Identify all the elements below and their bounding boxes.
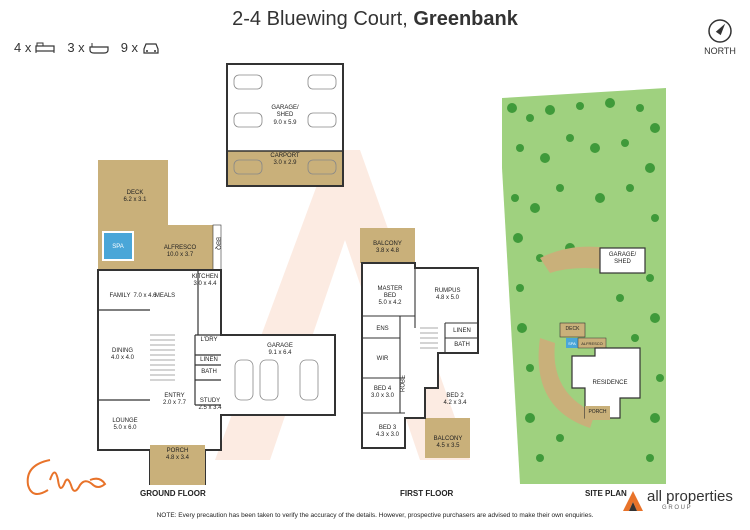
first-floor-drawing — [360, 228, 479, 458]
ff-bed2-label: BED 2 — [446, 393, 464, 399]
carport-dims: 3.0 x 2.9 — [273, 160, 297, 166]
gf-lounge-label: LOUNGE — [112, 418, 138, 424]
gf-meals-label: MEALS — [154, 293, 176, 299]
gf-deck-label: DECK — [126, 190, 144, 196]
ground-floor-plan: DECK 6.2 x 3.1 SPA ALFRESCO 10.0 x 3.7 B… — [95, 160, 355, 485]
ff-bath-label: BATH — [454, 342, 470, 348]
ff-bed4-dims: 3.0 x 3.0 — [370, 393, 394, 399]
ff-rumpus-dims: 4.8 x 5.0 — [435, 295, 459, 301]
bed-icon — [35, 42, 55, 53]
ff-bed3-label: BED 3 — [378, 425, 397, 431]
ff-master-label: MASTER BED — [377, 286, 403, 299]
brand-logo: all properties G R O U P — [622, 488, 747, 512]
garage-dims: 9.0 x 5.9 — [273, 120, 297, 126]
gf-alfresco-dims: 10.0 x 3.7 — [166, 252, 194, 258]
site-alfresco-label: ALFRESCO — [581, 341, 603, 346]
ff-bed2-dims: 4.2 x 3.4 — [443, 400, 467, 406]
site-garage-label: GARAGE/ SHED — [608, 252, 637, 265]
ff-balcony-bottom-label: BALCONY — [433, 436, 463, 442]
brand-logo-icon — [623, 491, 643, 511]
garage-cars — [228, 74, 342, 185]
brand-name: all properties — [647, 488, 733, 505]
gf-family-dims: 7.0 x 4.6 — [133, 293, 157, 299]
gf-garage-dims: 9.1 x 6.4 — [268, 350, 292, 356]
gf-deck-dims: 6.2 x 3.1 — [123, 197, 147, 203]
car-stat: 9 x — [121, 40, 160, 55]
site-residence-label: RESIDENCE — [592, 380, 628, 386]
first-floor-title: FIRST FLOOR — [400, 489, 454, 498]
gf-porch-label: PORCH — [166, 448, 189, 454]
gf-kitchen-label: KITCHEN — [191, 274, 219, 280]
bedroom-stat: 4 x — [14, 40, 55, 55]
car-count: 9 x — [120, 40, 139, 55]
site-porch-label: PORCH — [588, 409, 607, 415]
site-plan-drawing — [502, 88, 666, 484]
bath-icon — [89, 42, 109, 54]
car-icon — [143, 42, 159, 54]
site-spa-label: SPA — [568, 341, 576, 346]
first-floor-plan: BALCONY 3.8 x 4.8 MASTER BED 5.0 x 4.2 R… — [360, 228, 480, 486]
bedroom-count: 4 x — [14, 40, 32, 55]
site-plan-title: SITE PLAN — [585, 489, 627, 498]
suburb: Greenbank — [413, 8, 518, 30]
north-label: NORTH — [704, 46, 736, 56]
ff-rumpus-label: RUMPUS — [434, 288, 461, 294]
gf-kitchen-dims: 3.0 x 4.4 — [193, 281, 217, 287]
garage-label: GARAGE/ SHED — [271, 105, 299, 118]
address: 2-4 Bluewing Court, — [232, 8, 408, 30]
footer-note: NOTE: Every precaution has been taken to… — [156, 512, 594, 519]
gf-bbq-label: BBQ — [214, 237, 221, 250]
ff-bed3-dims: 4.3 x 3.0 — [375, 432, 399, 438]
gf-bath-label: BATH — [201, 369, 217, 375]
gf-spa-label: SPA — [112, 244, 124, 250]
gf-study-label: STUDY — [199, 398, 221, 404]
ff-robe-label: ROBE — [400, 375, 407, 393]
signature-logo — [26, 459, 107, 495]
ff-master-dims: 5.0 x 4.2 — [378, 300, 402, 306]
gf-porch-dims: 4.8 x 3.4 — [165, 455, 189, 461]
ff-ensuite-label: ENS — [376, 326, 389, 332]
bathroom-count: 3 x — [67, 40, 85, 55]
gf-study-dims: 2.5 x 3.4 — [198, 405, 222, 411]
bathroom-stat: 3 x — [67, 40, 109, 55]
gf-laundry-label: L'DRY — [200, 337, 218, 343]
property-stats: 4 x 3 x 9 x — [14, 40, 160, 55]
gf-garage-label: GARAGE — [267, 343, 293, 349]
ff-balcony-top-dims: 3.8 x 4.8 — [375, 248, 399, 254]
brand-sub: G R O U P — [662, 505, 691, 511]
gf-family-label: FAMILY — [109, 293, 131, 299]
gf-entry-dims: 2.0 x 7.7 — [162, 400, 186, 406]
site-deck-label: DECK — [565, 326, 580, 332]
gf-entry-label: ENTRY — [164, 393, 185, 399]
ff-balcony-bottom-dims: 4.5 x 3.5 — [436, 443, 460, 449]
ff-bed4-label: BED 4 — [373, 386, 392, 392]
gf-dining-label: DINING — [112, 348, 133, 354]
site-plan: GARAGE/ SHED DECK SPA ALFRESCO RESIDENCE… — [500, 88, 668, 484]
gf-alfresco-label: ALFRESCO — [163, 245, 197, 251]
ff-linen-label: LINEN — [453, 328, 471, 334]
page-title: 2-4 Bluewing Court, Greenbank — [0, 8, 750, 31]
detached-garage: GARAGE/ SHED 9.0 x 5.9 CARPORT 3.0 x 2.9 — [226, 63, 344, 187]
gf-linen-label: LINEN — [200, 357, 218, 363]
ff-wir-label: WIR — [376, 356, 389, 362]
north-indicator: NORTH — [700, 18, 740, 56]
compass-icon — [708, 19, 732, 43]
ff-balcony-top-label: BALCONY — [373, 241, 402, 247]
gf-dining-dims: 4.0 x 4.0 — [110, 355, 134, 361]
gf-lounge-dims: 5.0 x 6.0 — [113, 425, 137, 431]
carport-label: CARPORT — [270, 153, 300, 159]
ground-floor-drawing — [97, 160, 336, 485]
ground-floor-title: GROUND FLOOR — [140, 489, 206, 498]
